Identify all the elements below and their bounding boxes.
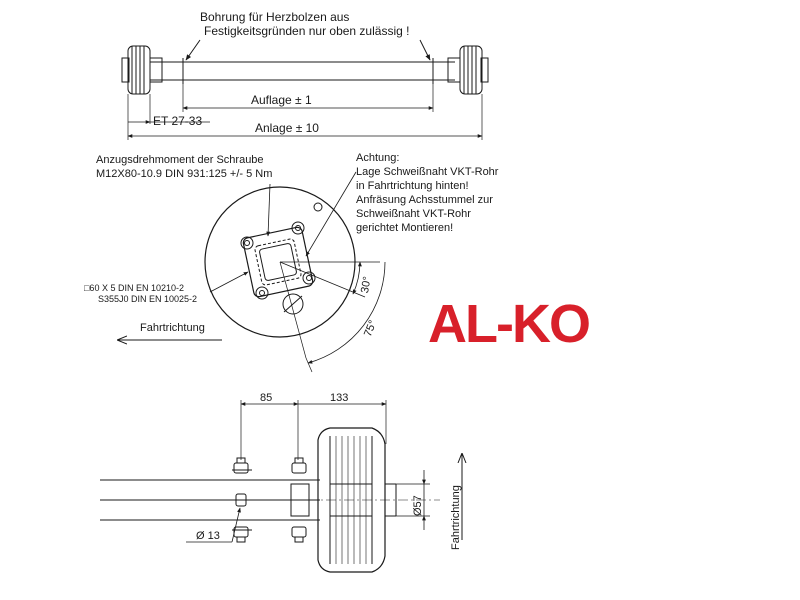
dimension-85: 85: [260, 392, 273, 404]
warning-line4: Anfräsung Achsstummel zur: [356, 194, 493, 206]
clamp-bolts-right: [290, 457, 310, 543]
top-axle-view: [121, 39, 489, 140]
bolt-heads: [240, 221, 316, 300]
dimension-133: 133: [330, 392, 349, 404]
right-wheel-hub: [447, 45, 489, 95]
profile-spec-line1: □60 X 5 DIN EN 10210-2: [84, 283, 184, 293]
note-kingpin-line2: Festigkeitsgründen nur oben zulässig !: [204, 24, 410, 38]
dimension-13: Ø 13: [196, 530, 220, 542]
dimension-57: Ø57: [412, 495, 424, 516]
direction-label: Fahrtrichtung: [140, 322, 205, 334]
al-ko-logo: AL-KO: [428, 294, 591, 354]
warning-line6: gerichtet Montieren!: [356, 222, 454, 234]
clamp-bolts-left: [233, 457, 249, 543]
dimension-anlage: Anlage ± 10: [255, 121, 319, 135]
profile-spec-line2: S355J0 DIN EN 10025-2: [98, 294, 198, 304]
direction-label-vertical: Fahrtrichtung: [450, 485, 462, 550]
warning-line5: Schweißnaht VKT-Rohr: [356, 208, 471, 220]
warning-line2: Lage Schweißnaht VKT-Rohr: [356, 166, 499, 178]
bottom-hub-view: [100, 400, 462, 573]
note-kingpin-line1: Bohrung für Herzbolzen aus: [200, 10, 350, 24]
brake-drum: [317, 427, 397, 573]
dimension-et: ET 27-33: [153, 114, 203, 128]
spindle-stub: [282, 293, 304, 315]
left-wheel-hub: [121, 45, 163, 95]
side-section-view: [118, 171, 386, 373]
dimension-auflage: Auflage ± 1: [251, 93, 312, 107]
warning-line1: Achtung:: [356, 152, 400, 164]
warning-line3: in Fahrtrichtung hinten!: [356, 180, 469, 192]
torque-note-line2: M12X80-10.9 DIN 931:125 +/- 5 Nm: [96, 168, 273, 180]
torque-note-line1: Anzugsdrehmoment der Schraube: [96, 154, 264, 166]
